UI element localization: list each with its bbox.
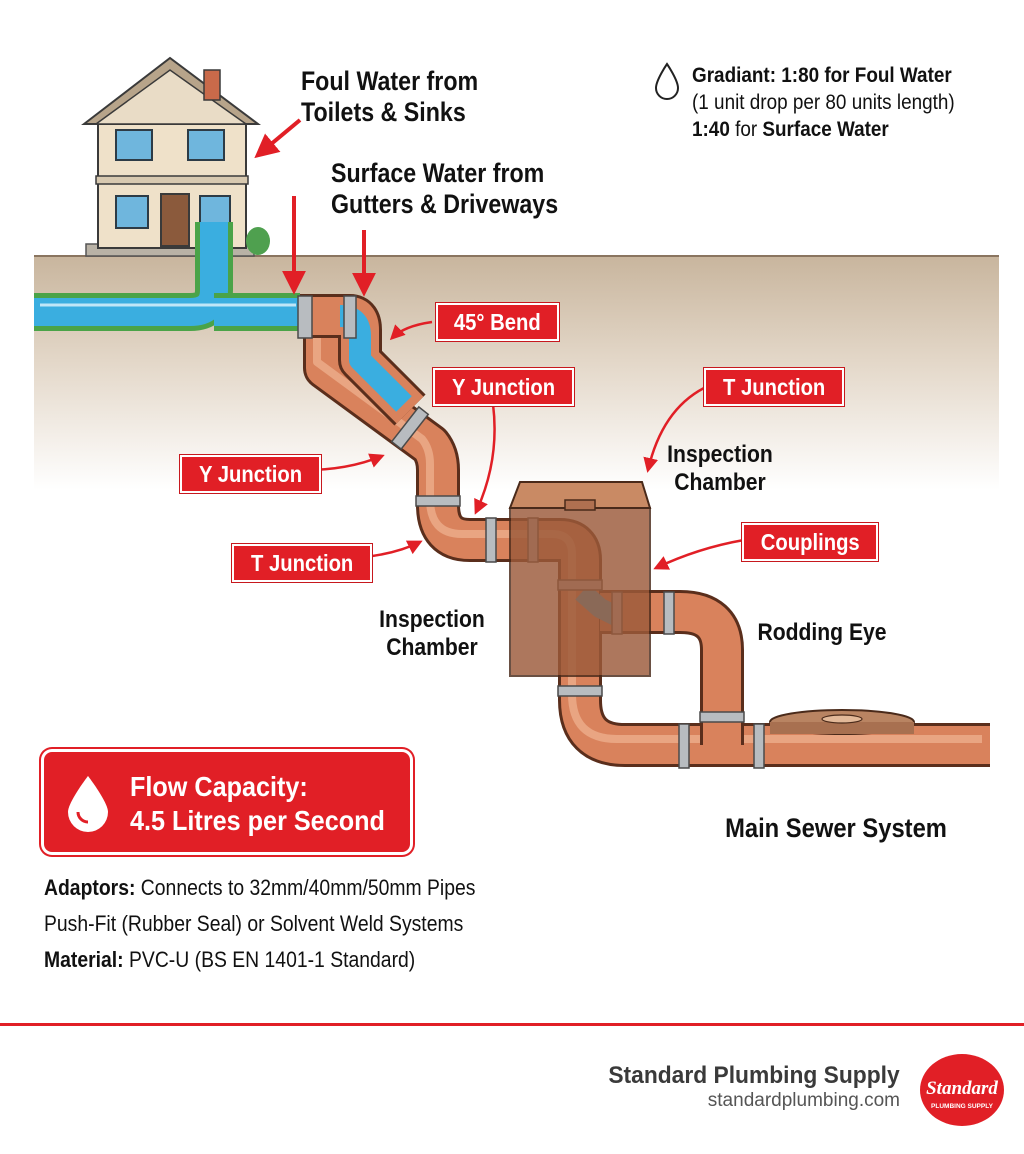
tag-t-junction-upper: T Junction xyxy=(704,368,845,406)
foul-water-heading: Foul Water from Toilets & Sinks xyxy=(301,66,478,128)
gradient-note: Gradiant: 1:80 for Foul Water (1 unit dr… xyxy=(692,62,955,143)
inspection-chamber-label-upper: Inspection Chamber xyxy=(667,441,773,496)
rodding-eye-label: Rodding Eye xyxy=(757,619,887,646)
arrow-icon xyxy=(653,538,745,570)
foul-water-pipe xyxy=(34,222,300,331)
flow-capacity-text: Flow Capacity: 4.5 Litres per Second xyxy=(130,770,385,838)
spec-material: Material: PVC-U (BS EN 1401-1 Standard) xyxy=(44,947,416,972)
tag-y-junction-left: Y Junction xyxy=(180,455,322,493)
gradient-line-1: Gradiant: 1:80 for Foul Water xyxy=(692,64,952,87)
water-drop-icon xyxy=(654,62,680,100)
flow-capacity-line-2: 4.5 Litres per Second xyxy=(130,805,385,836)
flow-drop-icon xyxy=(68,776,108,832)
rodding-eye-cover xyxy=(769,709,915,735)
brand-logo: Standard PLUMBING SUPPLY xyxy=(920,1054,1004,1126)
arrow-icon xyxy=(254,118,302,159)
gradient-mid: for xyxy=(729,118,763,141)
brand-url[interactable]: standardplumbing.com xyxy=(707,1090,900,1111)
tag-45-bend: 45° Bend xyxy=(436,303,559,341)
arrow-icon xyxy=(474,403,496,515)
surface-water-line-2: Gutters & Driveways xyxy=(331,189,559,219)
surface-water-line-1: Surface Water from xyxy=(331,158,545,188)
spec-list: Adaptors: Connects to 32mm/40mm/50mm Pip… xyxy=(44,870,475,978)
callout-arrows xyxy=(254,118,745,570)
inspection-chamber xyxy=(508,481,652,677)
surface-water-heading: Surface Water from Gutters & Driveways xyxy=(331,158,558,220)
tag-y-junction-upper: Y Junction xyxy=(433,368,575,406)
flow-capacity-box: Flow Capacity: 4.5 Litres per Second xyxy=(44,752,410,852)
tag-t-junction-left: T Junction xyxy=(232,544,373,582)
gradient-surface: Surface Water xyxy=(762,118,889,141)
gradient-line-2: (1 unit drop per 80 units length) xyxy=(692,91,955,114)
spec-adaptors: Adaptors: Connects to 32mm/40mm/50mm Pip… xyxy=(44,875,476,900)
logo-word: Standard xyxy=(926,1078,998,1099)
arrow-icon xyxy=(389,320,433,341)
footer-divider xyxy=(0,1023,1024,1026)
brand-name: Standard Plumbing Supply xyxy=(608,1062,900,1089)
flow-capacity-line-1: Flow Capacity: xyxy=(130,771,308,802)
gradient-ratio: 1:40 xyxy=(692,118,730,141)
spec-fitting: Push-Fit (Rubber Seal) or Solvent Weld S… xyxy=(44,911,464,936)
inspection-chamber-label-left: Inspection Chamber xyxy=(379,606,485,661)
house-icon xyxy=(81,56,270,257)
main-sewer-label: Main Sewer System xyxy=(725,813,947,843)
tag-couplings: Couplings xyxy=(742,523,879,561)
foul-water-line-1: Foul Water from xyxy=(301,66,479,96)
foul-water-line-2: Toilets & Sinks xyxy=(301,97,466,127)
arrow-icon xyxy=(643,386,705,473)
logo-sub: PLUMBING SUPPLY xyxy=(931,1103,994,1110)
